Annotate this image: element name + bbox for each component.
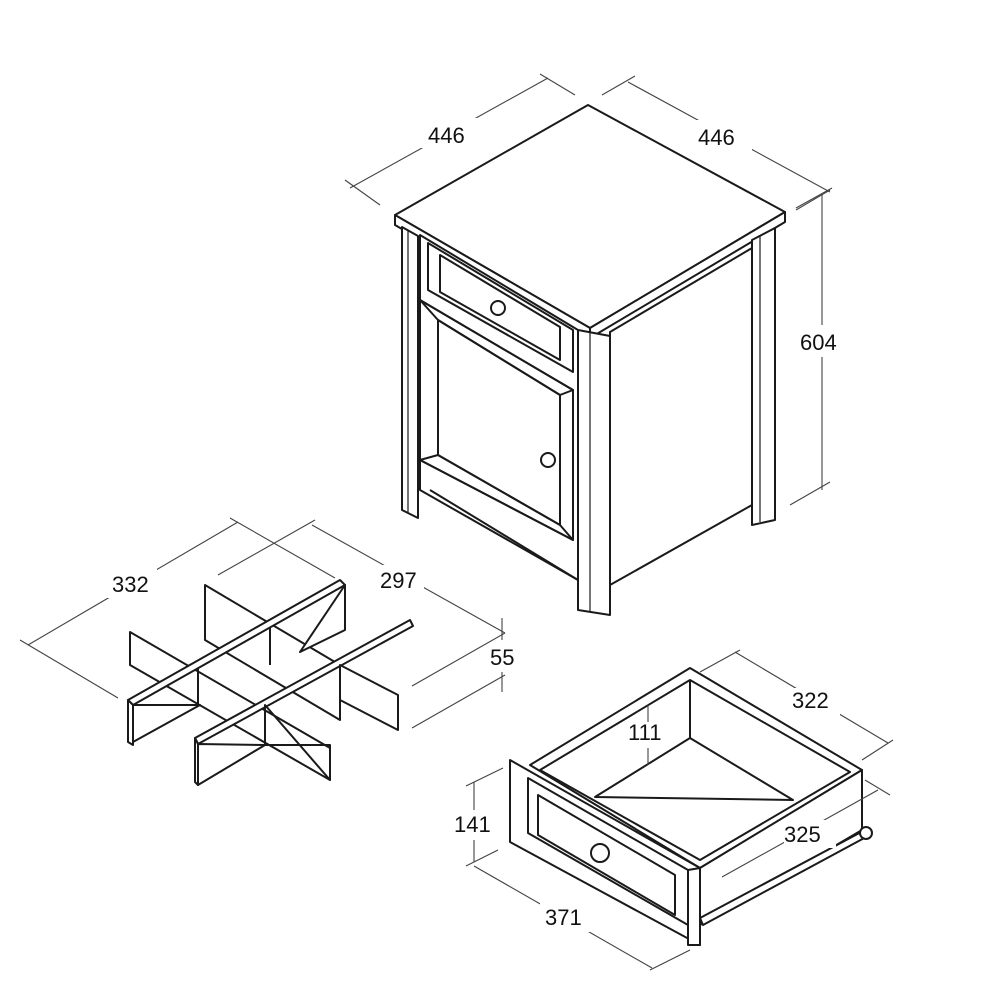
dimension-drawer-front-height: 141: [450, 767, 504, 867]
insert-height-label: 55: [490, 645, 514, 670]
dimension-cabinet-height: 604: [789, 187, 848, 506]
dimension-cabinet-width: 446: [344, 73, 576, 206]
door-knob-icon: [540, 452, 556, 468]
drawer-depth-label: 322: [792, 688, 829, 713]
drawer-length-label: 325: [784, 822, 821, 847]
cabinet-leg-left: [401, 226, 419, 519]
cabinet-width-label: 446: [428, 123, 465, 148]
dimension-cabinet-depth: 446: [601, 75, 831, 211]
cabinet-depth-label: 446: [698, 125, 735, 150]
dimension-drawer-length: 325: [721, 779, 891, 878]
insert-width-label: 297: [380, 568, 417, 593]
cabinet-leg-front: [577, 329, 611, 616]
divider-insert-illustration: 332 297 55: [19, 517, 514, 786]
cabinet-door: [419, 299, 574, 541]
insert-length-label: 332: [112, 572, 149, 597]
cabinet-drawer-front: [427, 242, 574, 373]
drawer-illustration: 322 111 325 141 371: [450, 649, 894, 971]
drawer-front-height-label: 141: [454, 812, 491, 837]
dimension-insert-height: 55: [411, 618, 514, 729]
dimension-drawer-inner-height: 111: [628, 705, 672, 765]
cabinet-leg-right: [751, 227, 776, 526]
dimension-drawer-depth: 322: [699, 649, 894, 761]
drawer-inner-height-label: 111: [628, 720, 661, 745]
dimension-insert-length: 332: [19, 517, 336, 699]
cabinet-height-label: 604: [800, 330, 837, 355]
drawer-knob-icon: [490, 300, 506, 316]
dimension-insert-width: 297: [217, 519, 506, 634]
drawer-front-knob-icon: [590, 843, 610, 863]
cabinet-illustration: 446 446 604: [344, 73, 848, 616]
dimension-drawer-front-width: 371: [473, 865, 691, 971]
drawer-front-width-label: 371: [545, 905, 582, 930]
runner-roller-icon: [859, 826, 873, 840]
